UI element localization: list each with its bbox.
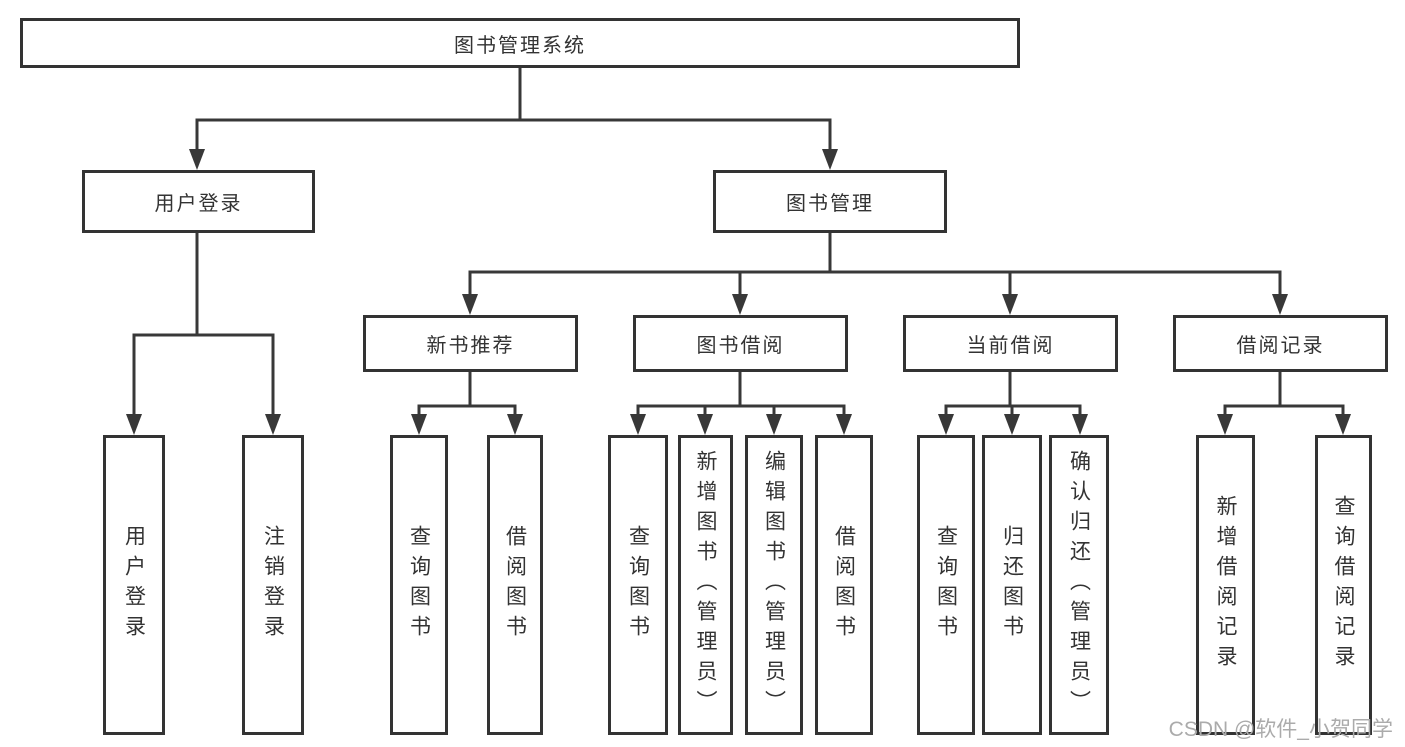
node-leaf-query-books-1-label: 查询图书	[407, 525, 431, 645]
node-leaf-query-books-3: 查询图书	[917, 435, 975, 735]
node-leaf-add-book-admin: 新增图书（管理员）	[678, 435, 733, 735]
node-leaf-query-books-3-label: 查询图书	[934, 525, 958, 645]
node-leaf-add-book-admin-label: 新增图书（管理员）	[694, 450, 717, 720]
node-leaf-add-borrow-record-label: 新增借阅记录	[1214, 495, 1237, 675]
node-current-borrowing: 当前借阅	[903, 315, 1118, 372]
node-leaf-user-login-label: 用户登录	[122, 525, 146, 645]
node-book-borrowing-label: 图书借阅	[696, 335, 785, 357]
node-root: 图书管理系统	[20, 18, 1020, 68]
node-leaf-logout: 注销登录	[242, 435, 304, 735]
node-leaf-borrow-books-2-label: 借阅图书	[832, 525, 856, 645]
node-user-login: 用户登录	[82, 170, 315, 233]
node-leaf-confirm-return-admin-label: 确认归还（管理员）	[1067, 450, 1091, 720]
node-book-management-label: 图书管理	[786, 193, 874, 215]
arrowheads	[126, 149, 1351, 435]
node-leaf-add-borrow-record: 新增借阅记录	[1196, 435, 1255, 735]
node-leaf-edit-book-admin: 编辑图书（管理员）	[745, 435, 803, 735]
node-leaf-query-books-1: 查询图书	[390, 435, 448, 735]
node-leaf-query-borrow-record-label: 查询借阅记录	[1332, 495, 1355, 675]
node-leaf-borrow-books-1: 借阅图书	[487, 435, 543, 735]
node-user-login-label: 用户登录	[154, 193, 243, 215]
node-new-book-recommendation: 新书推荐	[363, 315, 578, 372]
node-leaf-query-borrow-record: 查询借阅记录	[1315, 435, 1372, 735]
node-book-borrowing: 图书借阅	[633, 315, 848, 372]
node-leaf-query-books-2: 查询图书	[608, 435, 668, 735]
csdn-watermark: CSDN @软件_小贺同学	[1168, 718, 1393, 741]
node-root-label: 图书管理系统	[454, 34, 586, 57]
node-borrowing-records-label: 借阅记录	[1236, 335, 1325, 357]
node-leaf-borrow-books-1-label: 借阅图书	[503, 525, 527, 645]
node-borrowing-records: 借阅记录	[1173, 315, 1388, 372]
node-new-book-recommendation-label: 新书推荐	[426, 335, 515, 357]
node-leaf-query-books-2-label: 查询图书	[626, 525, 650, 645]
node-book-management: 图书管理	[713, 170, 947, 233]
node-current-borrowing-label: 当前借阅	[966, 335, 1055, 357]
node-leaf-borrow-books-2: 借阅图书	[815, 435, 873, 735]
node-leaf-return-book: 归还图书	[982, 435, 1042, 735]
node-leaf-logout-label: 注销登录	[261, 525, 285, 645]
node-leaf-edit-book-admin-label: 编辑图书（管理员）	[762, 450, 786, 720]
node-leaf-return-book-label: 归还图书	[1000, 525, 1024, 645]
node-leaf-user-login: 用户登录	[103, 435, 165, 735]
node-leaf-confirm-return-admin: 确认归还（管理员）	[1049, 435, 1109, 735]
